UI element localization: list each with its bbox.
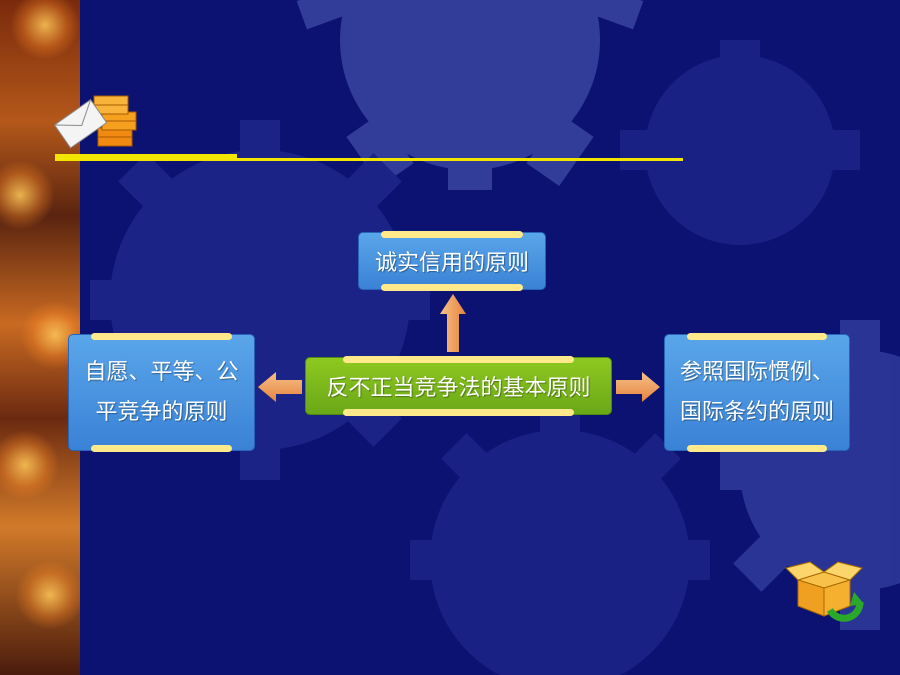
node-honesty-credibility: 诚实信用的原则 [358, 231, 546, 291]
node-label-line2: 平竞争的原则 [95, 399, 228, 425]
arrow-right [616, 372, 660, 402]
title-rule-short [55, 154, 237, 158]
node-label: 诚实信用的原则 [374, 251, 529, 276]
node-label-line1: 参照国际惯例、 [679, 359, 834, 385]
node-voluntary-equal-fair: 自愿、平等、公 平竞争的原则 [68, 333, 255, 452]
node-label-line2: 国际条约的原则 [679, 399, 834, 425]
mail-boxes-icon [53, 95, 137, 149]
open-box-return-icon[interactable] [784, 552, 866, 622]
node-label: 反不正当竞争法的基本原则 [326, 376, 591, 401]
arrow-up [440, 294, 466, 352]
node-label-line1: 自愿、平等、公 [84, 359, 239, 385]
left-decorative-strip [0, 0, 80, 675]
title-rule [55, 158, 683, 161]
node-basic-principles: 反不正当竞争法的基本原则 [305, 356, 612, 416]
node-international-practice: 参照国际惯例、 国际条约的原则 [664, 333, 850, 452]
arrow-left [258, 372, 302, 402]
